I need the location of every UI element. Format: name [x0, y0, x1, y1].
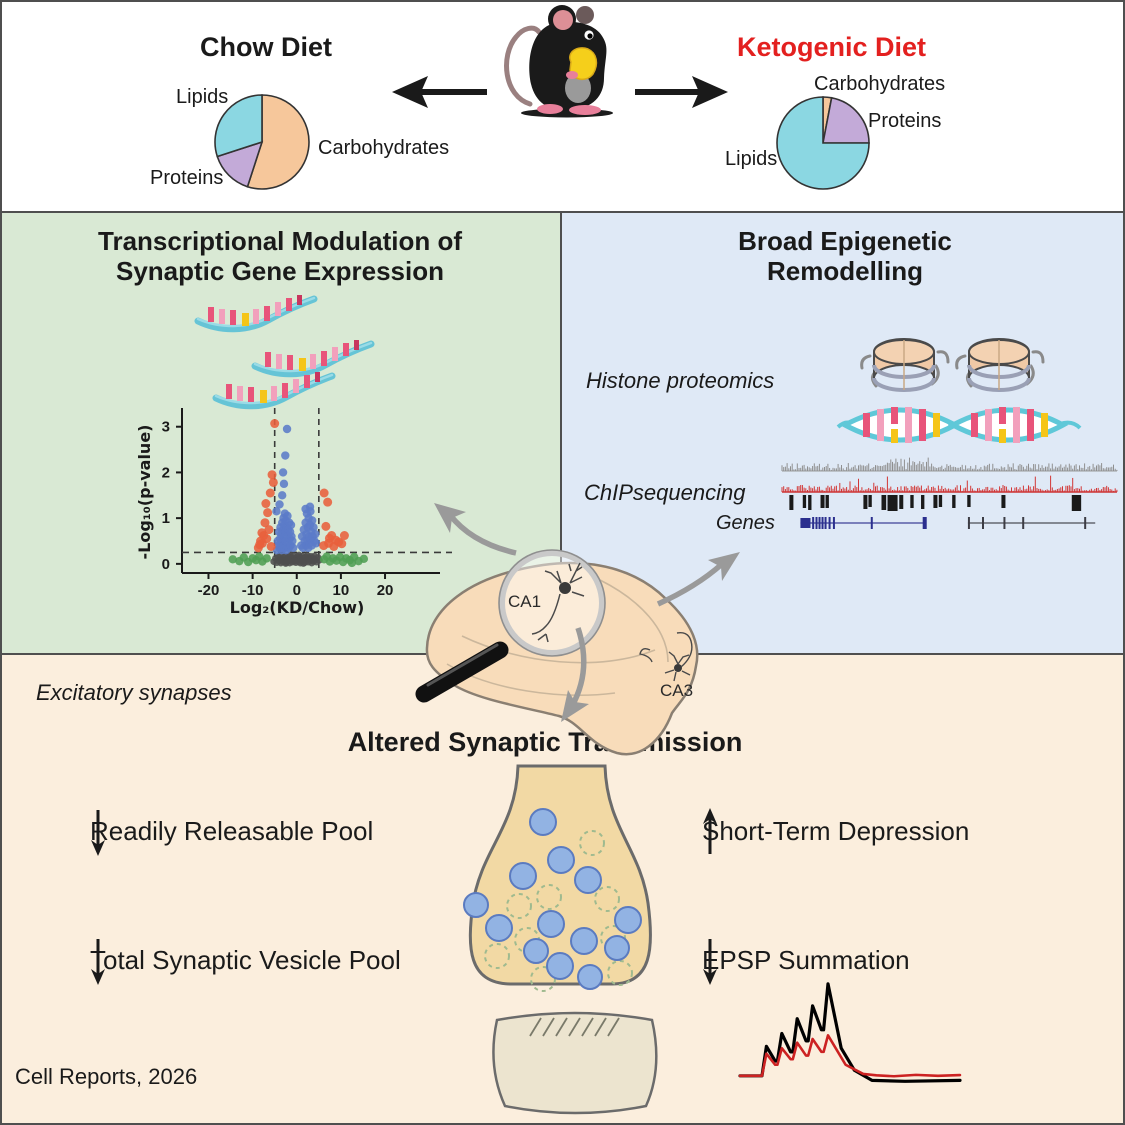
presynaptic-bouton	[468, 764, 653, 986]
svg-text:10: 10	[333, 582, 350, 599]
svg-text:0: 0	[293, 582, 301, 599]
svg-text:-20: -20	[198, 582, 220, 599]
hippocampus-illustration	[425, 561, 699, 756]
down-arrow-icon	[91, 809, 105, 856]
epigenetic-panel-title: Broad Epigenetic Remodelling	[738, 226, 952, 286]
altered-transmission-title: Altered Synaptic Transmission	[347, 727, 743, 757]
chow-lipids-label: Lipids	[176, 86, 229, 108]
keto-carbohydrates-label: Carbohydrates	[814, 73, 946, 95]
ca3-neuron	[639, 631, 693, 682]
postsynaptic-density-hatching	[529, 1017, 620, 1037]
svg-text:-10: -10	[242, 582, 264, 599]
up-arrow-icon	[703, 807, 717, 854]
svg-text:20: 20	[377, 582, 394, 599]
down-arrow-icon	[703, 938, 717, 985]
chow-pie-chart	[214, 94, 870, 190]
keto-proteins-label: Proteins	[868, 110, 942, 132]
arrow-to-volcano-icon	[434, 503, 517, 556]
arrow-left-icon	[392, 76, 487, 108]
magnifying-glass-icon	[415, 549, 606, 703]
postsynaptic-terminal	[492, 1011, 658, 1115]
chip-sequencing-label: ChIPsequencing	[584, 480, 746, 505]
ketogenic-diet-title: Ketogenic Diet	[737, 32, 927, 62]
arrow-to-synapse-icon	[561, 627, 589, 722]
ca1-label: CA1	[508, 592, 542, 611]
svg-text:2: 2	[162, 464, 170, 481]
down-arrow-icon	[91, 938, 105, 985]
effect-readily-releasable: Readily Releasable Pool	[90, 809, 373, 856]
svg-text:Log₂(KD/Chow): Log₂(KD/Chow)	[230, 598, 365, 617]
journal-credit: Cell Reports, 2026	[15, 1064, 198, 1089]
excitatory-synapses-label: Excitatory synapses	[36, 680, 232, 705]
top-decor	[392, 5, 728, 118]
mouse-icon	[504, 5, 613, 118]
arrow-right-icon	[635, 76, 728, 108]
chow-diet-title: Chow Diet	[200, 32, 332, 62]
chow-proteins-label: Proteins	[150, 167, 224, 189]
transcription-panel	[0, 211, 562, 655]
effect-total-vesicle-pool: Total Synaptic Vesicle Pool	[90, 938, 401, 985]
keto-lipids-label: Lipids	[725, 148, 778, 170]
svg-text:-Log₁₀(p-value): -Log₁₀(p-value)	[135, 425, 154, 560]
effect-epsp-summation: EPSP Summation	[702, 938, 910, 985]
histone-proteomics-label: Histone proteomics	[586, 368, 775, 393]
synaptic-vesicles	[463, 808, 642, 990]
genes-track-label: Genes	[716, 512, 775, 534]
transcription-panel-title: Transcriptional Modulation of Synaptic G…	[98, 226, 462, 286]
arrow-to-chip-icon	[656, 552, 740, 607]
svg-text:0: 0	[162, 556, 170, 573]
chow-carbohydrates-label: Carbohydrates	[318, 137, 450, 159]
effect-short-term-depression: Short-Term Depression	[702, 807, 969, 854]
ca3-label: CA3	[660, 681, 694, 700]
svg-text:1: 1	[162, 510, 170, 527]
ca1-neuron	[531, 562, 585, 643]
svg-text:3: 3	[162, 419, 170, 436]
